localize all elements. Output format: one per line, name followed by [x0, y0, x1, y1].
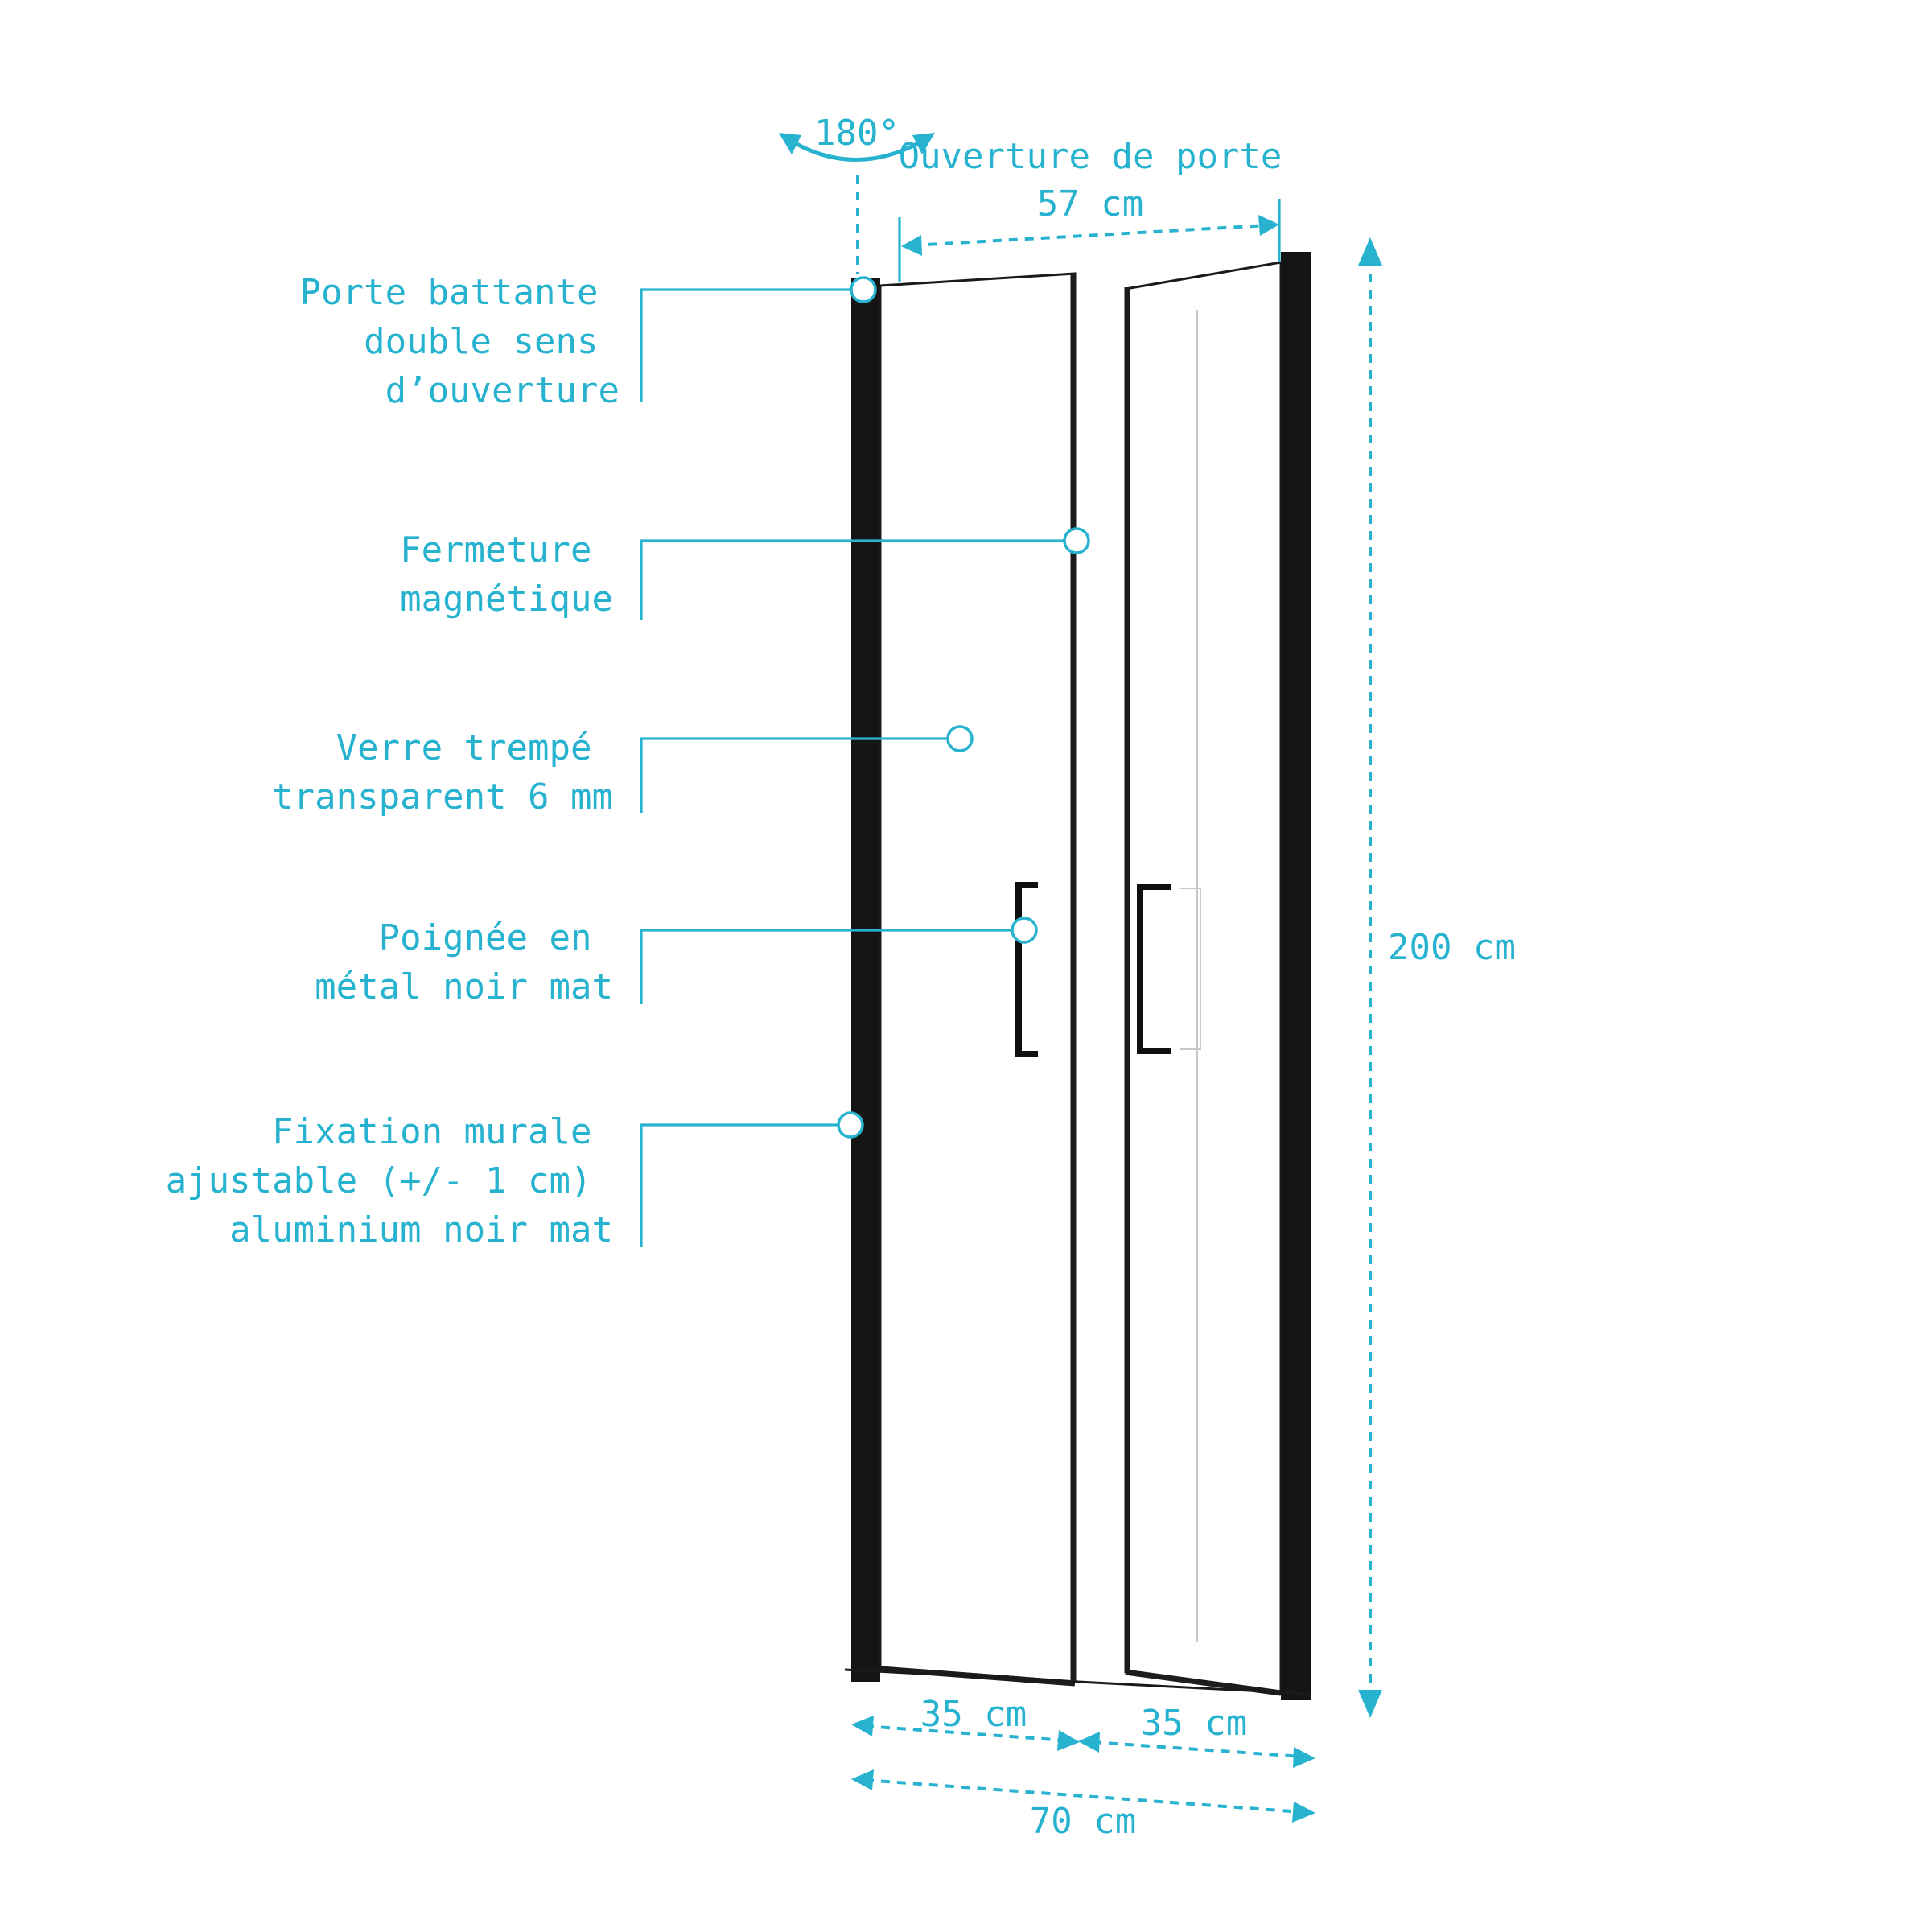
left-wall-profile — [851, 278, 880, 1682]
left-glass-panel — [879, 272, 1077, 1683]
width-dimensions: 35 cm 35 cm 70 cm — [851, 1694, 1315, 1842]
callout-label: Poignée en métal noir mat — [315, 917, 613, 1007]
callout-line: Fixation murale — [272, 1111, 591, 1152]
floor-line — [844, 1668, 1312, 1695]
total-width-arrowhead-left — [851, 1769, 874, 1790]
left-panel-width-label: 35 cm — [920, 1694, 1027, 1735]
callout-line: aluminium noir mat — [229, 1209, 613, 1250]
opening-value: 57 cm — [1037, 183, 1143, 225]
callout-label: Porte battante double sens d’ouverture — [300, 272, 620, 411]
left-panel-width-arrowhead-left — [851, 1716, 874, 1736]
callout-label: Fixation murale ajustable (+/- 1 cm) alu… — [166, 1111, 613, 1250]
callout-marker — [850, 276, 877, 303]
height-dimension: 200 cm — [1358, 237, 1516, 1718]
rotation-arc — [785, 136, 928, 162]
right-panel-width-arrowhead-right — [1293, 1747, 1315, 1768]
right-panel-bottom-edge — [1125, 1669, 1282, 1696]
callout-double-swing-door: Porte battante double sens d’ouverture — [300, 272, 877, 411]
callout-marker — [1011, 917, 1038, 944]
callout-line: transparent 6 mm — [272, 777, 613, 818]
right-handle — [1137, 884, 1171, 1054]
total-width-line — [864, 1778, 1303, 1814]
opening-arrowhead-right — [1258, 215, 1279, 236]
right-glass-panel — [1124, 261, 1283, 1695]
callout-line: métal noir mat — [315, 966, 613, 1007]
left-panel-width-arrowhead-right — [1057, 1730, 1080, 1751]
callout-bracket — [640, 539, 1064, 620]
callout-label: Verre trempé transparent 6 mm — [272, 727, 613, 818]
rotation-indicator: 180° — [779, 113, 935, 274]
rotation-arrowhead-left — [779, 133, 801, 154]
right-wall-profile — [1281, 252, 1311, 1700]
callout-line: Porte battante — [300, 272, 599, 313]
height-label: 200 cm — [1388, 927, 1516, 968]
callout-tempered-glass: Verre trempé transparent 6 mm — [272, 725, 974, 818]
shower-door-illustration — [844, 252, 1312, 1700]
rotation-label: 180° — [814, 113, 900, 154]
left-panel-width-line — [864, 1724, 1067, 1742]
opening-dimension-line — [912, 224, 1269, 247]
callout-line: magnétique — [400, 579, 613, 620]
callout-marker — [1063, 527, 1090, 554]
callout-marker — [837, 1111, 864, 1139]
callout-bracket — [640, 737, 948, 813]
callout-handle: Poignée en métal noir mat — [315, 917, 1038, 1007]
total-width-arrowhead-right — [1292, 1802, 1315, 1823]
callout-bracket — [640, 1123, 838, 1247]
opening-label: Ouverture de porte — [899, 136, 1283, 177]
callout-bracket — [640, 288, 851, 402]
rotation-arrowhead-right — [912, 133, 935, 154]
callout-line: double sens — [364, 321, 598, 362]
height-arrowhead-bottom — [1358, 1690, 1382, 1718]
right-panel-width-label: 35 cm — [1141, 1703, 1247, 1744]
callout-line: d’ouverture — [385, 370, 620, 411]
total-width-label: 70 cm — [1030, 1801, 1136, 1842]
right-panel-width-arrowhead-left — [1078, 1732, 1100, 1753]
callout-bracket — [640, 929, 1012, 1004]
callout-line: Fermeture — [400, 529, 591, 571]
height-arrowhead-top — [1358, 237, 1382, 266]
callout-line: Poignée en — [379, 917, 592, 958]
left-handle — [1015, 882, 1038, 1057]
opening-arrowhead-left — [901, 235, 922, 256]
right-handle-ghost — [1180, 888, 1201, 1050]
callout-line: Verre trempé — [336, 727, 592, 768]
opening-dimension: Ouverture de porte 57 cm — [898, 136, 1283, 282]
callout-label: Fermeture magnétique — [400, 529, 613, 620]
callout-wall-fixing: Fixation murale ajustable (+/- 1 cm) alu… — [166, 1111, 864, 1250]
callout-marker — [946, 725, 974, 752]
right-panel-width-line — [1092, 1740, 1303, 1758]
callout-line: ajustable (+/- 1 cm) — [166, 1160, 592, 1201]
callout-magnetic-closure: Fermeture magnétique — [400, 527, 1090, 620]
